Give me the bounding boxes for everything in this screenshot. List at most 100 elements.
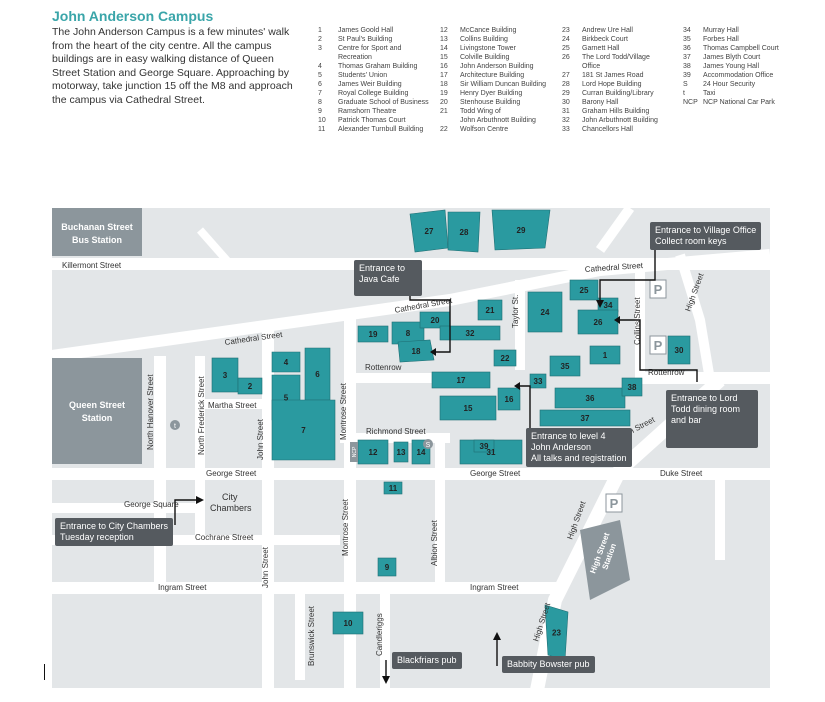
callout-city-chambers-line-1: Entrance to City Chambers	[60, 521, 169, 531]
callout-babbity-bowster-line-1: Babbity Bowster pub	[507, 659, 590, 669]
queen-station-label-1: Queen Street	[69, 400, 125, 410]
building-number-9: 9	[385, 563, 390, 572]
building-29	[491, 209, 551, 251]
callout-level-4: Entrance to level 4 John Anderson All ta…	[526, 428, 632, 467]
building-key-name: Barony Hall	[582, 99, 619, 106]
building-key-number: 33	[562, 126, 570, 133]
building-key-number: 31	[562, 108, 570, 115]
building-key-name: John Arbuthnott Building	[460, 117, 536, 124]
building-key-number: 1	[318, 27, 322, 34]
callout-java-cafe-line-2: Java Cafe	[359, 274, 400, 284]
building-number-28: 28	[460, 228, 469, 237]
building-25	[569, 279, 599, 301]
building-key-number: 20	[440, 99, 448, 106]
callout-pointers	[174, 250, 698, 680]
building-12	[357, 439, 389, 465]
building-19	[357, 325, 389, 343]
building-key-number: 17	[440, 72, 448, 79]
building-key-number: 9	[318, 108, 322, 115]
building-key-number: 12	[440, 27, 448, 34]
building-key-name: Taxi	[703, 90, 716, 97]
street-richmond: Richmond Street	[366, 427, 426, 436]
building-key-number: 35	[683, 36, 691, 43]
building-number-23: 23	[552, 629, 561, 638]
building-key-row: John Arbuthnott Building	[440, 116, 546, 125]
ncp-label: NCP	[352, 446, 358, 457]
street-john-north: John Street	[256, 418, 265, 460]
building-key-number: 26	[562, 54, 570, 61]
building-key-number: 24	[562, 36, 570, 43]
building-number-19: 19	[369, 330, 378, 339]
callout-city-chambers-line-2: Tuesday reception	[60, 532, 134, 542]
building-key-name: Wolfson Centre	[460, 126, 509, 133]
building-key-name: Curran Building/Library	[582, 90, 654, 97]
building-number-16: 16	[505, 395, 514, 404]
building-11	[383, 481, 403, 495]
city-chambers-label-2: Chambers	[210, 503, 252, 513]
street-cochrane: Cochrane Street	[195, 533, 254, 542]
campus-title: John Anderson Campus	[52, 8, 214, 24]
street-montrose-north: Montrose Street	[339, 382, 348, 440]
street-north-frederick: North Frederick Street	[197, 376, 206, 455]
building-key-name: Garnett Hall	[582, 45, 620, 52]
building-number-3: 3	[223, 371, 228, 380]
building-key-number: 29	[562, 90, 570, 97]
building-key-name: Collins Building	[460, 36, 508, 43]
building-key-row: 29 Curran Building/Library	[562, 89, 658, 98]
building-number-34: 34	[604, 301, 613, 310]
text-cursor	[44, 664, 45, 680]
building-key-row: 9 Ramshorn Theatre	[318, 107, 429, 116]
building-number-11: 11	[389, 484, 398, 493]
building-key-name: Thomas Campbell Court	[703, 45, 779, 52]
callout-city-chambers: Entrance to City Chambers Tuesday recept…	[55, 518, 174, 546]
building-13	[393, 441, 409, 463]
building-18	[397, 339, 435, 363]
security-label: S	[426, 442, 431, 449]
building-30	[667, 335, 691, 365]
building-key-name: Colville Building	[460, 54, 510, 61]
building-3	[211, 357, 239, 393]
building-key-row: Recreation	[318, 53, 429, 62]
building-number-25: 25	[580, 286, 589, 295]
building-2	[237, 377, 263, 395]
building-16	[497, 387, 521, 411]
building-key-number: 36	[683, 45, 691, 52]
building-key-name: James Young Hall	[703, 63, 760, 70]
building-number-30: 30	[675, 346, 684, 355]
building-key-row: 38 James Young Hall	[683, 62, 779, 71]
building-number-24: 24	[541, 308, 550, 317]
building-number-31: 31	[487, 448, 496, 457]
building-key-number: 38	[683, 63, 691, 70]
taxi-icon	[170, 420, 180, 430]
parking-icon	[649, 279, 667, 299]
building-key-row: 34 Murray Hall	[683, 26, 779, 35]
building-key-name: Murray Hall	[703, 27, 739, 34]
building-key-number: 34	[683, 27, 691, 34]
building-key-name: Thomas Graham Building	[338, 63, 418, 70]
queen-station-label-2: Station	[82, 413, 113, 423]
building-key-name: James Weir Building	[338, 81, 402, 88]
building-key-name: Ramshorn Theatre	[338, 108, 397, 115]
building-key-number: 11	[318, 126, 326, 133]
building-key-name: James Goold Hall	[338, 27, 394, 34]
building-key-name: Accommodation Office	[703, 72, 774, 79]
building-key-number: 28	[562, 81, 570, 88]
